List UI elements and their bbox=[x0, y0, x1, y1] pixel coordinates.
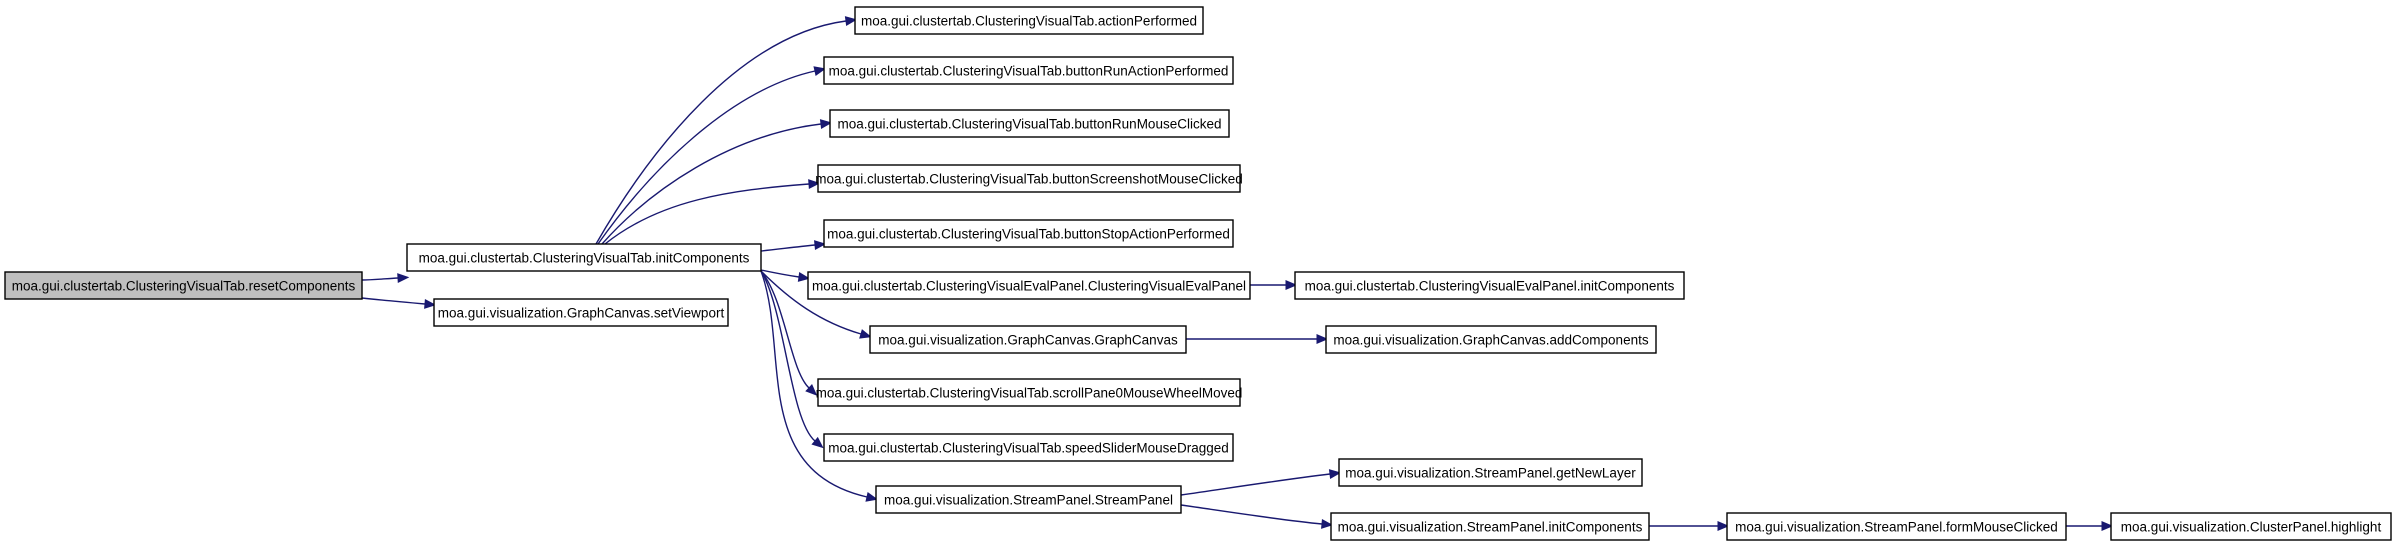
graph-node-slider[interactable]: moa.gui.clustertab.ClusteringVisualTab.s… bbox=[823, 433, 1234, 462]
graph-node-action[interactable]: moa.gui.clustertab.ClusteringVisualTab.a… bbox=[854, 6, 1204, 35]
arrowhead-viewport bbox=[424, 299, 437, 309]
arrowhead-screenshot bbox=[808, 179, 821, 189]
node-box[interactable] bbox=[2110, 512, 2392, 541]
arrowhead-newlayer bbox=[1328, 469, 1342, 479]
graph-node-newlayer[interactable]: moa.gui.visualization.StreamPanel.getNew… bbox=[1338, 458, 1643, 487]
arrowhead-formclick bbox=[1717, 521, 1730, 531]
node-box[interactable] bbox=[817, 378, 1241, 407]
node-box[interactable] bbox=[807, 271, 1251, 300]
node-box[interactable] bbox=[854, 6, 1204, 35]
edge-init-to-slider bbox=[760, 270, 816, 442]
node-label: moa.gui.visualization.ClusterPanel.highl… bbox=[2121, 520, 2382, 535]
graph-node-streampanel[interactable]: moa.gui.visualization.StreamPanel.Stream… bbox=[875, 485, 1182, 514]
arrowhead-init bbox=[397, 273, 410, 283]
node-label: moa.gui.clustertab.ClusteringVisualTab.i… bbox=[419, 251, 750, 266]
edge-init-to-runaction bbox=[597, 70, 816, 245]
graph-node-runaction[interactable]: moa.gui.clustertab.ClusteringVisualTab.b… bbox=[823, 56, 1234, 85]
arrowhead-action bbox=[844, 16, 858, 26]
node-box[interactable] bbox=[817, 164, 1241, 193]
arrowhead-slider bbox=[811, 436, 824, 449]
node-box[interactable] bbox=[406, 243, 762, 272]
node-label: moa.gui.visualization.GraphCanvas.addCom… bbox=[1333, 333, 1648, 348]
arrowhead-wheel bbox=[805, 384, 818, 396]
edge-streampanel-to-newlayer bbox=[1180, 473, 1331, 496]
graph-node-highlight[interactable]: moa.gui.visualization.ClusterPanel.highl… bbox=[2110, 512, 2392, 541]
node-label: moa.gui.clustertab.ClusteringVisualTab.b… bbox=[827, 227, 1230, 242]
arrowhead-addcomp bbox=[1316, 334, 1329, 344]
arrowhead-evalpanel bbox=[797, 272, 811, 282]
graph-node-viewport[interactable]: moa.gui.visualization.GraphCanvas.setVie… bbox=[433, 298, 729, 327]
graph-node-wheel[interactable]: moa.gui.clustertab.ClusteringVisualTab.s… bbox=[816, 378, 1243, 407]
node-label: moa.gui.clustertab.ClusteringVisualTab.s… bbox=[816, 386, 1243, 401]
edge-init-to-action bbox=[595, 20, 847, 245]
arrowhead-streampanel bbox=[865, 492, 879, 502]
graph-node-addcomp[interactable]: moa.gui.visualization.GraphCanvas.addCom… bbox=[1325, 325, 1657, 354]
nodes-layer: moa.gui.clustertab.ClusteringVisualTab.r… bbox=[4, 6, 2392, 541]
arrowhead-runaction bbox=[813, 66, 827, 76]
node-box[interactable] bbox=[823, 433, 1234, 462]
node-box[interactable] bbox=[823, 56, 1234, 85]
node-box[interactable] bbox=[829, 109, 1230, 138]
graph-node-evalinit[interactable]: moa.gui.clustertab.ClusteringVisualEvalP… bbox=[1294, 271, 1685, 300]
graph-node-evalpanel[interactable]: moa.gui.clustertab.ClusteringVisualEvalP… bbox=[807, 271, 1251, 300]
node-box[interactable] bbox=[869, 325, 1187, 354]
edge-reset-to-viewport bbox=[361, 297, 426, 305]
node-box[interactable] bbox=[823, 219, 1234, 248]
node-label: moa.gui.clustertab.ClusteringVisualTab.r… bbox=[12, 279, 356, 294]
node-label: moa.gui.visualization.GraphCanvas.setVie… bbox=[438, 306, 725, 321]
node-label: moa.gui.visualization.StreamPanel.getNew… bbox=[1345, 466, 1636, 481]
node-label: moa.gui.visualization.StreamPanel.Stream… bbox=[884, 493, 1173, 508]
graph-node-screenshot[interactable]: moa.gui.clustertab.ClusteringVisualTab.b… bbox=[815, 164, 1243, 193]
graph-node-reset[interactable]: moa.gui.clustertab.ClusteringVisualTab.r… bbox=[4, 271, 363, 300]
arrowhead-graphcanvas bbox=[859, 329, 872, 339]
edge-streampanel-to-streaminit bbox=[1180, 504, 1323, 525]
node-label: moa.gui.clustertab.ClusteringVisualTab.a… bbox=[861, 14, 1197, 29]
graph-node-streaminit[interactable]: moa.gui.visualization.StreamPanel.initCo… bbox=[1330, 512, 1650, 541]
node-label: moa.gui.clustertab.ClusteringVisualEvalP… bbox=[1305, 279, 1675, 294]
node-label: moa.gui.visualization.GraphCanvas.GraphC… bbox=[878, 333, 1178, 348]
arrowhead-evalinit bbox=[1285, 280, 1298, 290]
arrowhead-stop bbox=[814, 240, 827, 250]
graph-node-stop[interactable]: moa.gui.clustertab.ClusteringVisualTab.b… bbox=[823, 219, 1234, 248]
node-box[interactable] bbox=[1338, 458, 1643, 487]
arrowhead-highlight bbox=[2101, 521, 2114, 531]
edge-init-to-wheel bbox=[760, 270, 810, 389]
node-label: moa.gui.visualization.StreamPanel.formMo… bbox=[1735, 520, 2058, 535]
node-label: moa.gui.clustertab.ClusteringVisualEvalP… bbox=[812, 279, 1246, 294]
graph-node-formclick[interactable]: moa.gui.visualization.StreamPanel.formMo… bbox=[1726, 512, 2067, 541]
node-box[interactable] bbox=[433, 298, 729, 327]
node-box[interactable] bbox=[1325, 325, 1657, 354]
edge-init-to-streampanel bbox=[760, 270, 868, 498]
node-box[interactable] bbox=[1726, 512, 2067, 541]
edge-init-to-screenshot bbox=[604, 183, 810, 245]
node-label: moa.gui.clustertab.ClusteringVisualTab.b… bbox=[815, 172, 1243, 187]
edge-init-to-runmouse bbox=[601, 123, 822, 245]
edge-init-to-evalpanel bbox=[760, 269, 800, 278]
node-label: moa.gui.visualization.StreamPanel.initCo… bbox=[1338, 520, 1643, 535]
node-label: moa.gui.clustertab.ClusteringVisualTab.s… bbox=[828, 441, 1228, 456]
edges-layer bbox=[361, 16, 2114, 531]
node-label: moa.gui.clustertab.ClusteringVisualTab.b… bbox=[829, 64, 1229, 79]
node-box[interactable] bbox=[1294, 271, 1685, 300]
node-box[interactable] bbox=[1330, 512, 1650, 541]
graph-node-graphcanvas[interactable]: moa.gui.visualization.GraphCanvas.GraphC… bbox=[869, 325, 1187, 354]
node-box[interactable] bbox=[4, 271, 363, 300]
graph-node-runmouse[interactable]: moa.gui.clustertab.ClusteringVisualTab.b… bbox=[829, 109, 1230, 138]
node-label: moa.gui.clustertab.ClusteringVisualTab.b… bbox=[838, 117, 1222, 132]
arrowhead-runmouse bbox=[819, 119, 833, 129]
edge-init-to-stop bbox=[760, 244, 816, 252]
edge-reset-to-init bbox=[361, 277, 399, 281]
arrowhead-streaminit bbox=[1321, 519, 1334, 529]
edge-init-to-graphcanvas bbox=[760, 270, 862, 335]
node-box[interactable] bbox=[875, 485, 1182, 514]
graph-node-init[interactable]: moa.gui.clustertab.ClusteringVisualTab.i… bbox=[406, 243, 762, 272]
